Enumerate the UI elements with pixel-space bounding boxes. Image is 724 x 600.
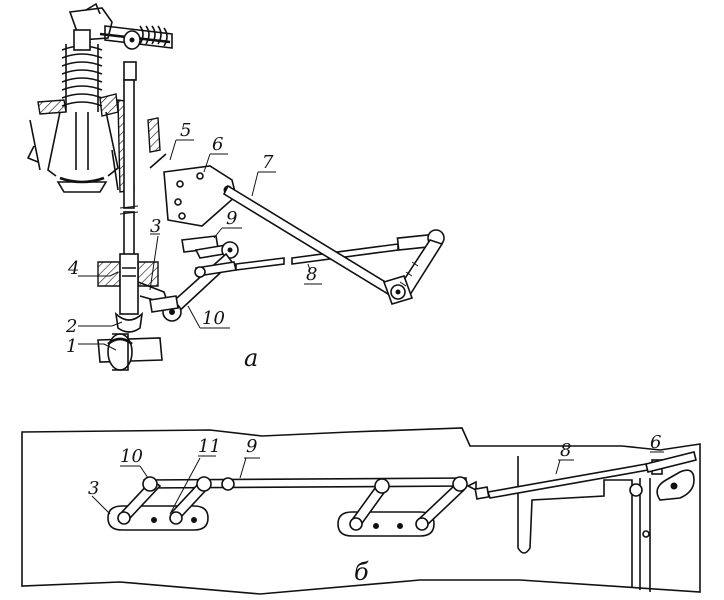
callout-a-10: 10 [202, 308, 225, 329]
callout-b-8: 8 [560, 440, 571, 461]
callout-b-3: 3 [88, 478, 99, 499]
callout-b-9: 9 [246, 436, 257, 457]
tappet-guide [97, 253, 170, 333]
right-rocker [337, 476, 468, 537]
rod-and-lever [466, 451, 697, 501]
panel-b-label: б [354, 558, 369, 586]
callout-b-10: 10 [120, 446, 143, 467]
control-sector [149, 153, 394, 296]
panel-b-callouts: 3 10 11 9 8 6 б [88, 432, 664, 586]
panel-a-callouts: 1 2 3 4 5 6 7 8 9 10 а [65, 120, 322, 372]
camshaft [97, 333, 163, 371]
decompressor-lever [149, 235, 239, 322]
callout-a-7: 7 [262, 152, 274, 173]
rocker-assembly [68, 2, 173, 81]
callout-b-11: 11 [198, 436, 221, 457]
panel-a-drawing [26, 2, 445, 371]
callout-a-9: 9 [226, 208, 237, 229]
rod-8 [235, 229, 445, 271]
callout-a-8: 8 [306, 264, 317, 285]
panel-a-label: а [244, 344, 258, 372]
left-rocker [107, 476, 235, 531]
valve-spring [61, 29, 103, 112]
callout-b-6: 6 [650, 432, 661, 453]
callout-a-3: 3 [150, 216, 161, 237]
callout-a-6: 6 [212, 134, 223, 155]
push-rod [119, 79, 139, 261]
cylinder-head-section [26, 93, 161, 193]
callout-a-1: 1 [66, 336, 77, 357]
panel-b-drawing [21, 427, 701, 595]
callout-a-2: 2 [65, 316, 77, 337]
callout-a-4: 4 [67, 258, 79, 279]
callout-a-5: 5 [180, 120, 191, 141]
crank-linkage [382, 239, 444, 305]
